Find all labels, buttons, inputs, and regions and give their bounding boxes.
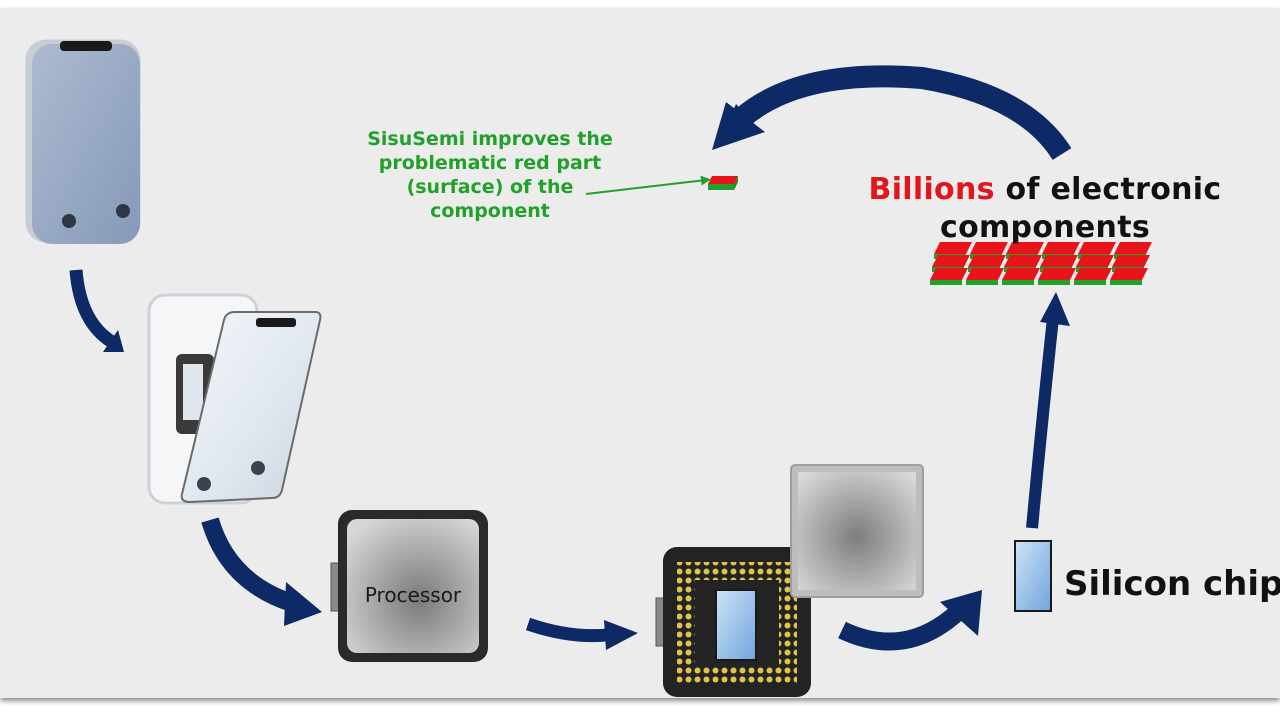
arrow-components-to-surface (734, 65, 1072, 161)
arrow-open-to-processor (201, 517, 295, 612)
processor-label: Processor (364, 583, 462, 607)
silicon-chip-icon (1014, 540, 1052, 612)
processor-icon (330, 510, 488, 662)
annotation-line: (surface) of the (406, 176, 574, 198)
components-grid (930, 242, 1152, 285)
annotation-text: SisuSemi improves the problematic red pa… (330, 127, 650, 223)
silicon-chip-label: Silicon chip (1064, 564, 1280, 604)
component-icon (708, 176, 738, 190)
arrow-chip-to-components (1026, 317, 1059, 529)
annotation-line: problematic red part (378, 152, 602, 174)
annotation-line: component (430, 200, 550, 222)
components-label-line2: components (940, 210, 1150, 245)
annotation-line: SisuSemi improves the (367, 128, 613, 150)
phone-icon (22, 36, 144, 246)
components-label: Billions of electronic components (855, 171, 1235, 247)
open-phone-icon (147, 293, 322, 505)
arrow-package-to-chip (838, 605, 965, 651)
arrow-processor-to-package (525, 617, 616, 643)
diagram-graphics (22, 36, 1152, 697)
components-label-rest: of electronic (994, 172, 1222, 207)
annotation-pointer (585, 175, 711, 195)
components-label-highlight: Billions (868, 172, 995, 207)
arrow-phone-to-open (69, 269, 116, 348)
slide-canvas: SisuSemi improves the problematic red pa… (0, 8, 1280, 698)
chip-package-icon (655, 464, 924, 697)
